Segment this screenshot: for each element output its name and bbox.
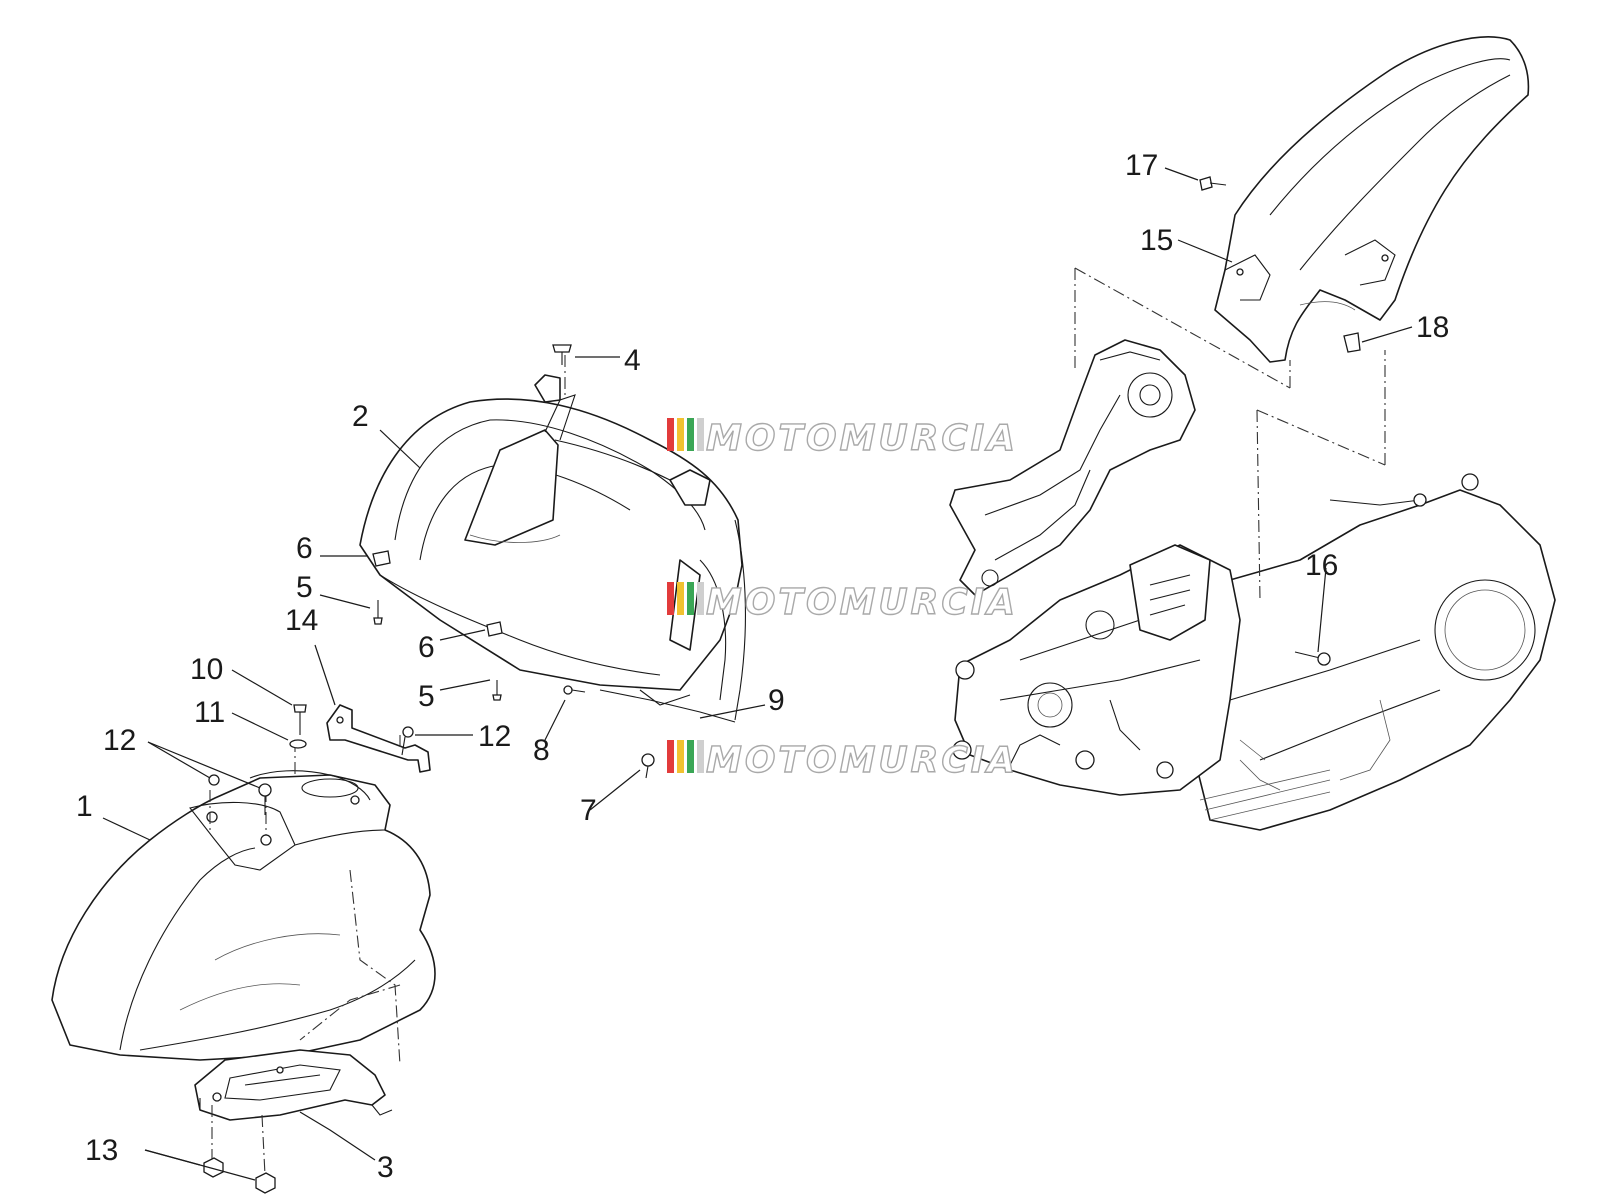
callout-16: 16 xyxy=(1305,549,1338,582)
part-rear-hugger xyxy=(1214,36,1530,363)
callout-2: 2 xyxy=(352,400,369,433)
hardware xyxy=(203,176,1361,1194)
leader-lines xyxy=(102,167,1413,1181)
callout-15: 15 xyxy=(1140,224,1173,257)
watermark-stripes xyxy=(667,740,704,773)
part-inner-shield xyxy=(359,374,746,723)
watermark-top: MOTOMURCIA xyxy=(667,417,1018,460)
callout-10: 10 xyxy=(190,653,223,686)
part-mudguard-bracket xyxy=(194,1049,393,1121)
part-bracket xyxy=(326,704,431,773)
assembly-lines xyxy=(209,267,1386,1176)
watermark-text: MOTOMURCIA xyxy=(706,740,1018,781)
callout-1: 1 xyxy=(76,790,93,823)
callout-18: 18 xyxy=(1416,311,1449,344)
callout-12-right: 12 xyxy=(478,720,511,753)
callout-labels: 1 2 3 4 5 5 6 6 7 8 9 10 11 12 12 13 14 … xyxy=(76,149,1449,1184)
callout-12-left: 12 xyxy=(103,724,136,757)
callout-3: 3 xyxy=(377,1151,394,1184)
part-front-mudguard xyxy=(51,770,436,1061)
callout-5-upper: 5 xyxy=(296,571,313,604)
callout-11: 11 xyxy=(194,696,225,729)
watermark-middle: MOTOMURCIA xyxy=(667,581,1018,624)
callout-6-lower: 6 xyxy=(418,631,435,664)
part-engine-assembly xyxy=(949,339,1556,831)
callout-5-lower: 5 xyxy=(418,680,435,713)
callout-14: 14 xyxy=(285,604,318,637)
callout-9: 9 xyxy=(768,684,785,717)
watermark-stripes xyxy=(667,418,704,451)
callout-6-upper: 6 xyxy=(296,532,313,565)
callout-13: 13 xyxy=(85,1134,118,1167)
watermark-bottom: MOTOMURCIA xyxy=(667,739,1018,782)
watermark-text: MOTOMURCIA xyxy=(706,582,1018,623)
callout-8: 8 xyxy=(533,734,550,767)
callout-4: 4 xyxy=(624,344,641,377)
watermark-text: MOTOMURCIA xyxy=(706,418,1018,459)
callout-7: 7 xyxy=(580,794,597,827)
watermark-stripes xyxy=(667,582,704,615)
callout-17: 17 xyxy=(1125,149,1158,182)
